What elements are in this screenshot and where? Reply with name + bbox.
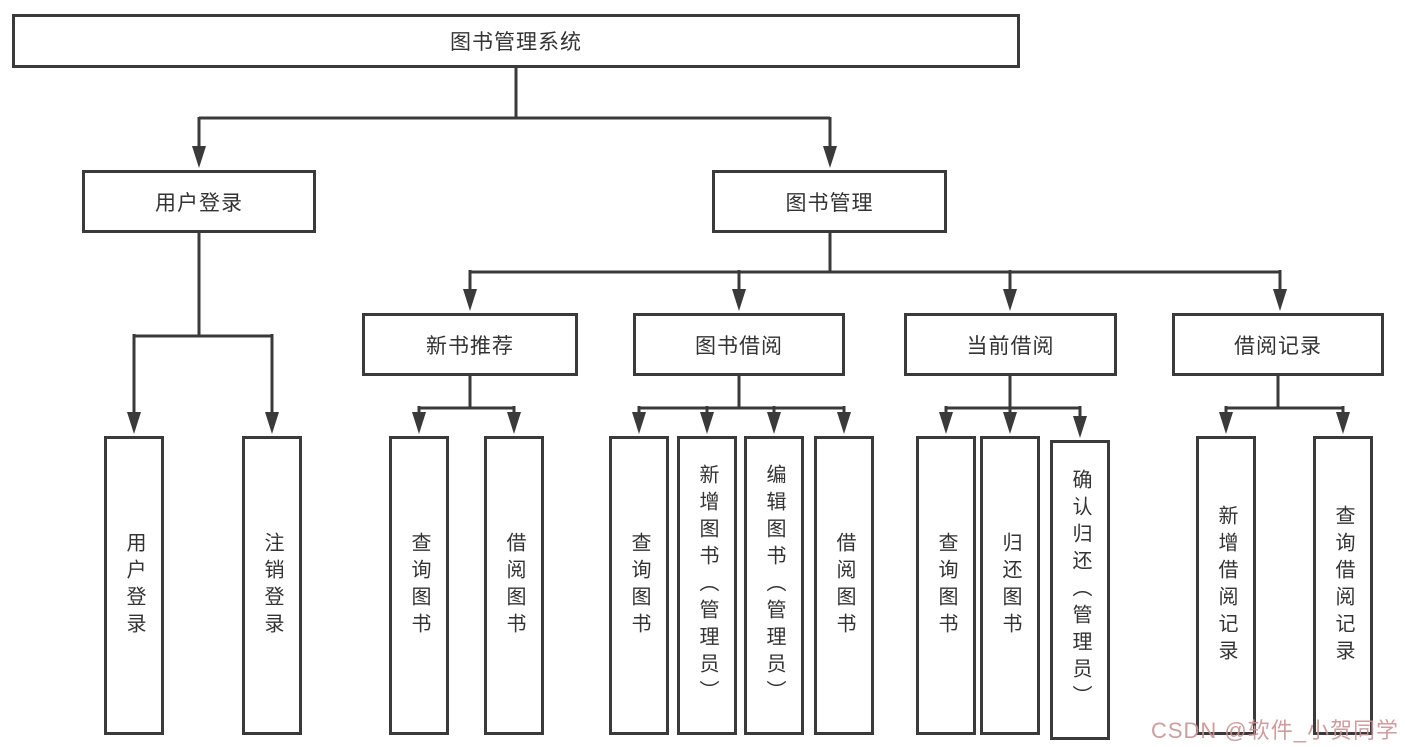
leaf-add-books-admin: 新增图书（管理员）: [677, 436, 737, 735]
leaf-recommend-query-books-label: 查询图书: [408, 531, 430, 640]
leaf-add-borrow-record-label: 新增借阅记录: [1215, 504, 1237, 667]
leaf-recommend-borrow-books: 借阅图书: [484, 436, 544, 735]
node-root: 图书管理系统: [12, 14, 1020, 68]
leaf-return-books-label: 归还图书: [999, 531, 1021, 640]
leaf-borrowing-borrow-books: 借阅图书: [814, 436, 874, 735]
node-borrowing-records: 借阅记录: [1172, 313, 1384, 376]
watermark: CSDN @软件_小贺同学: [1150, 718, 1399, 743]
leaf-logout: 注销登录: [242, 436, 302, 735]
leaf-logout-label: 注销登录: [261, 531, 283, 640]
node-current-borrowing: 当前借阅: [904, 313, 1117, 376]
leaf-borrowing-borrow-books-label: 借阅图书: [833, 531, 855, 640]
leaf-user-login-label: 用户登录: [123, 531, 145, 640]
leaf-add-borrow-record: 新增借阅记录: [1196, 436, 1256, 735]
node-user-login: 用户登录: [82, 170, 316, 233]
node-book-borrowing: 图书借阅: [633, 313, 845, 376]
leaf-current-query-books: 查询图书: [916, 436, 976, 735]
node-new-book-recommendation: 新书推荐: [362, 313, 578, 376]
node-borrowing-records-label: 借阅记录: [1234, 334, 1322, 358]
leaf-query-borrow-record-label: 查询借阅记录: [1332, 504, 1354, 667]
leaf-recommend-query-books: 查询图书: [389, 436, 449, 735]
node-book-borrowing-label: 图书借阅: [695, 334, 783, 358]
leaf-recommend-borrow-books-label: 借阅图书: [503, 531, 525, 640]
leaf-current-query-books-label: 查询图书: [935, 531, 957, 640]
leaf-user-login: 用户登录: [104, 436, 164, 735]
node-current-borrowing-label: 当前借阅: [966, 334, 1055, 358]
leaf-borrowing-query-books: 查询图书: [609, 436, 669, 735]
leaf-query-borrow-record: 查询借阅记录: [1313, 436, 1373, 735]
leaf-borrowing-query-books-label: 查询图书: [628, 531, 650, 640]
node-user-login-label: 用户登录: [155, 191, 243, 215]
node-root-label: 图书管理系统: [450, 31, 582, 54]
leaf-confirm-return-admin: 确认归还（管理员）: [1050, 440, 1110, 740]
leaf-add-books-admin-label: 新增图书（管理员）: [696, 464, 718, 707]
leaf-edit-books-admin-label: 编辑图书（管理员）: [763, 464, 785, 707]
leaf-edit-books-admin: 编辑图书（管理员）: [744, 436, 804, 735]
node-book-management-label: 图书管理: [785, 191, 874, 215]
leaf-confirm-return-admin-label: 确认归还（管理员）: [1069, 468, 1091, 712]
leaf-return-books: 归还图书: [980, 436, 1040, 735]
node-new-book-recommendation-label: 新书推荐: [426, 334, 514, 358]
node-book-management: 图书管理: [712, 170, 947, 233]
